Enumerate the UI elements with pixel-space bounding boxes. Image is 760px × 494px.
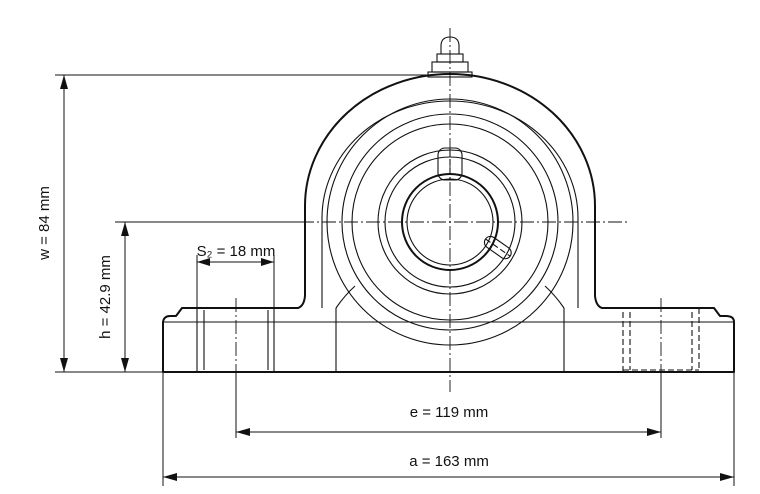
dim-e-arrow-left xyxy=(236,428,250,436)
dim-a-arrow-right xyxy=(720,473,734,481)
dim-a-arrow-left xyxy=(163,473,177,481)
bearing-ring-2 xyxy=(341,113,559,331)
housing-inner-arc xyxy=(321,100,579,308)
dim-h-arrow-top xyxy=(121,222,129,236)
center-lines xyxy=(235,28,662,392)
dim-a-label: a = 163 mm xyxy=(409,453,489,470)
dimension-a: a = 163 mm xyxy=(163,453,734,481)
extension-lines xyxy=(55,74,735,486)
left-bolt-hole-outer xyxy=(196,307,275,373)
angled-set-screw xyxy=(483,235,512,260)
dimension-s2: S₂ = 18 mm xyxy=(197,243,276,266)
dim-s2-label: S₂ = 18 mm xyxy=(197,243,276,260)
bearing-ring-3 xyxy=(351,123,549,321)
top-set-screw xyxy=(437,147,463,181)
dimension-e: e = 119 mm xyxy=(236,404,661,436)
left-bolt-hole xyxy=(196,307,275,373)
dim-h-arrow-bottom xyxy=(121,358,129,372)
right-foot-curve xyxy=(544,285,565,309)
bearing-ring-5 xyxy=(384,156,516,288)
dim-s2-arrow-right xyxy=(261,258,274,266)
right-bolt-hole xyxy=(622,308,700,372)
dim-w-label: w = 84 mm xyxy=(36,186,53,261)
grease-nipple-tip xyxy=(440,36,460,55)
angled-set-screw-axis xyxy=(485,238,511,257)
dim-w-arrow-top xyxy=(60,75,68,89)
left-foot-curve xyxy=(335,285,356,309)
dim-s2-arrow-left xyxy=(197,258,210,266)
dim-h-label: h = 42.9 mm xyxy=(97,255,114,339)
housing-outline xyxy=(162,73,735,373)
dim-e-label: e = 119 mm xyxy=(410,404,489,421)
dimension-h: h = 42.9 mm xyxy=(97,222,129,372)
dim-e-arrow-right xyxy=(647,428,661,436)
dim-w-arrow-bottom xyxy=(60,358,68,372)
bearing-ring-1 xyxy=(326,98,574,346)
dimension-w: w = 84 mm xyxy=(36,75,68,372)
housing xyxy=(162,73,735,373)
